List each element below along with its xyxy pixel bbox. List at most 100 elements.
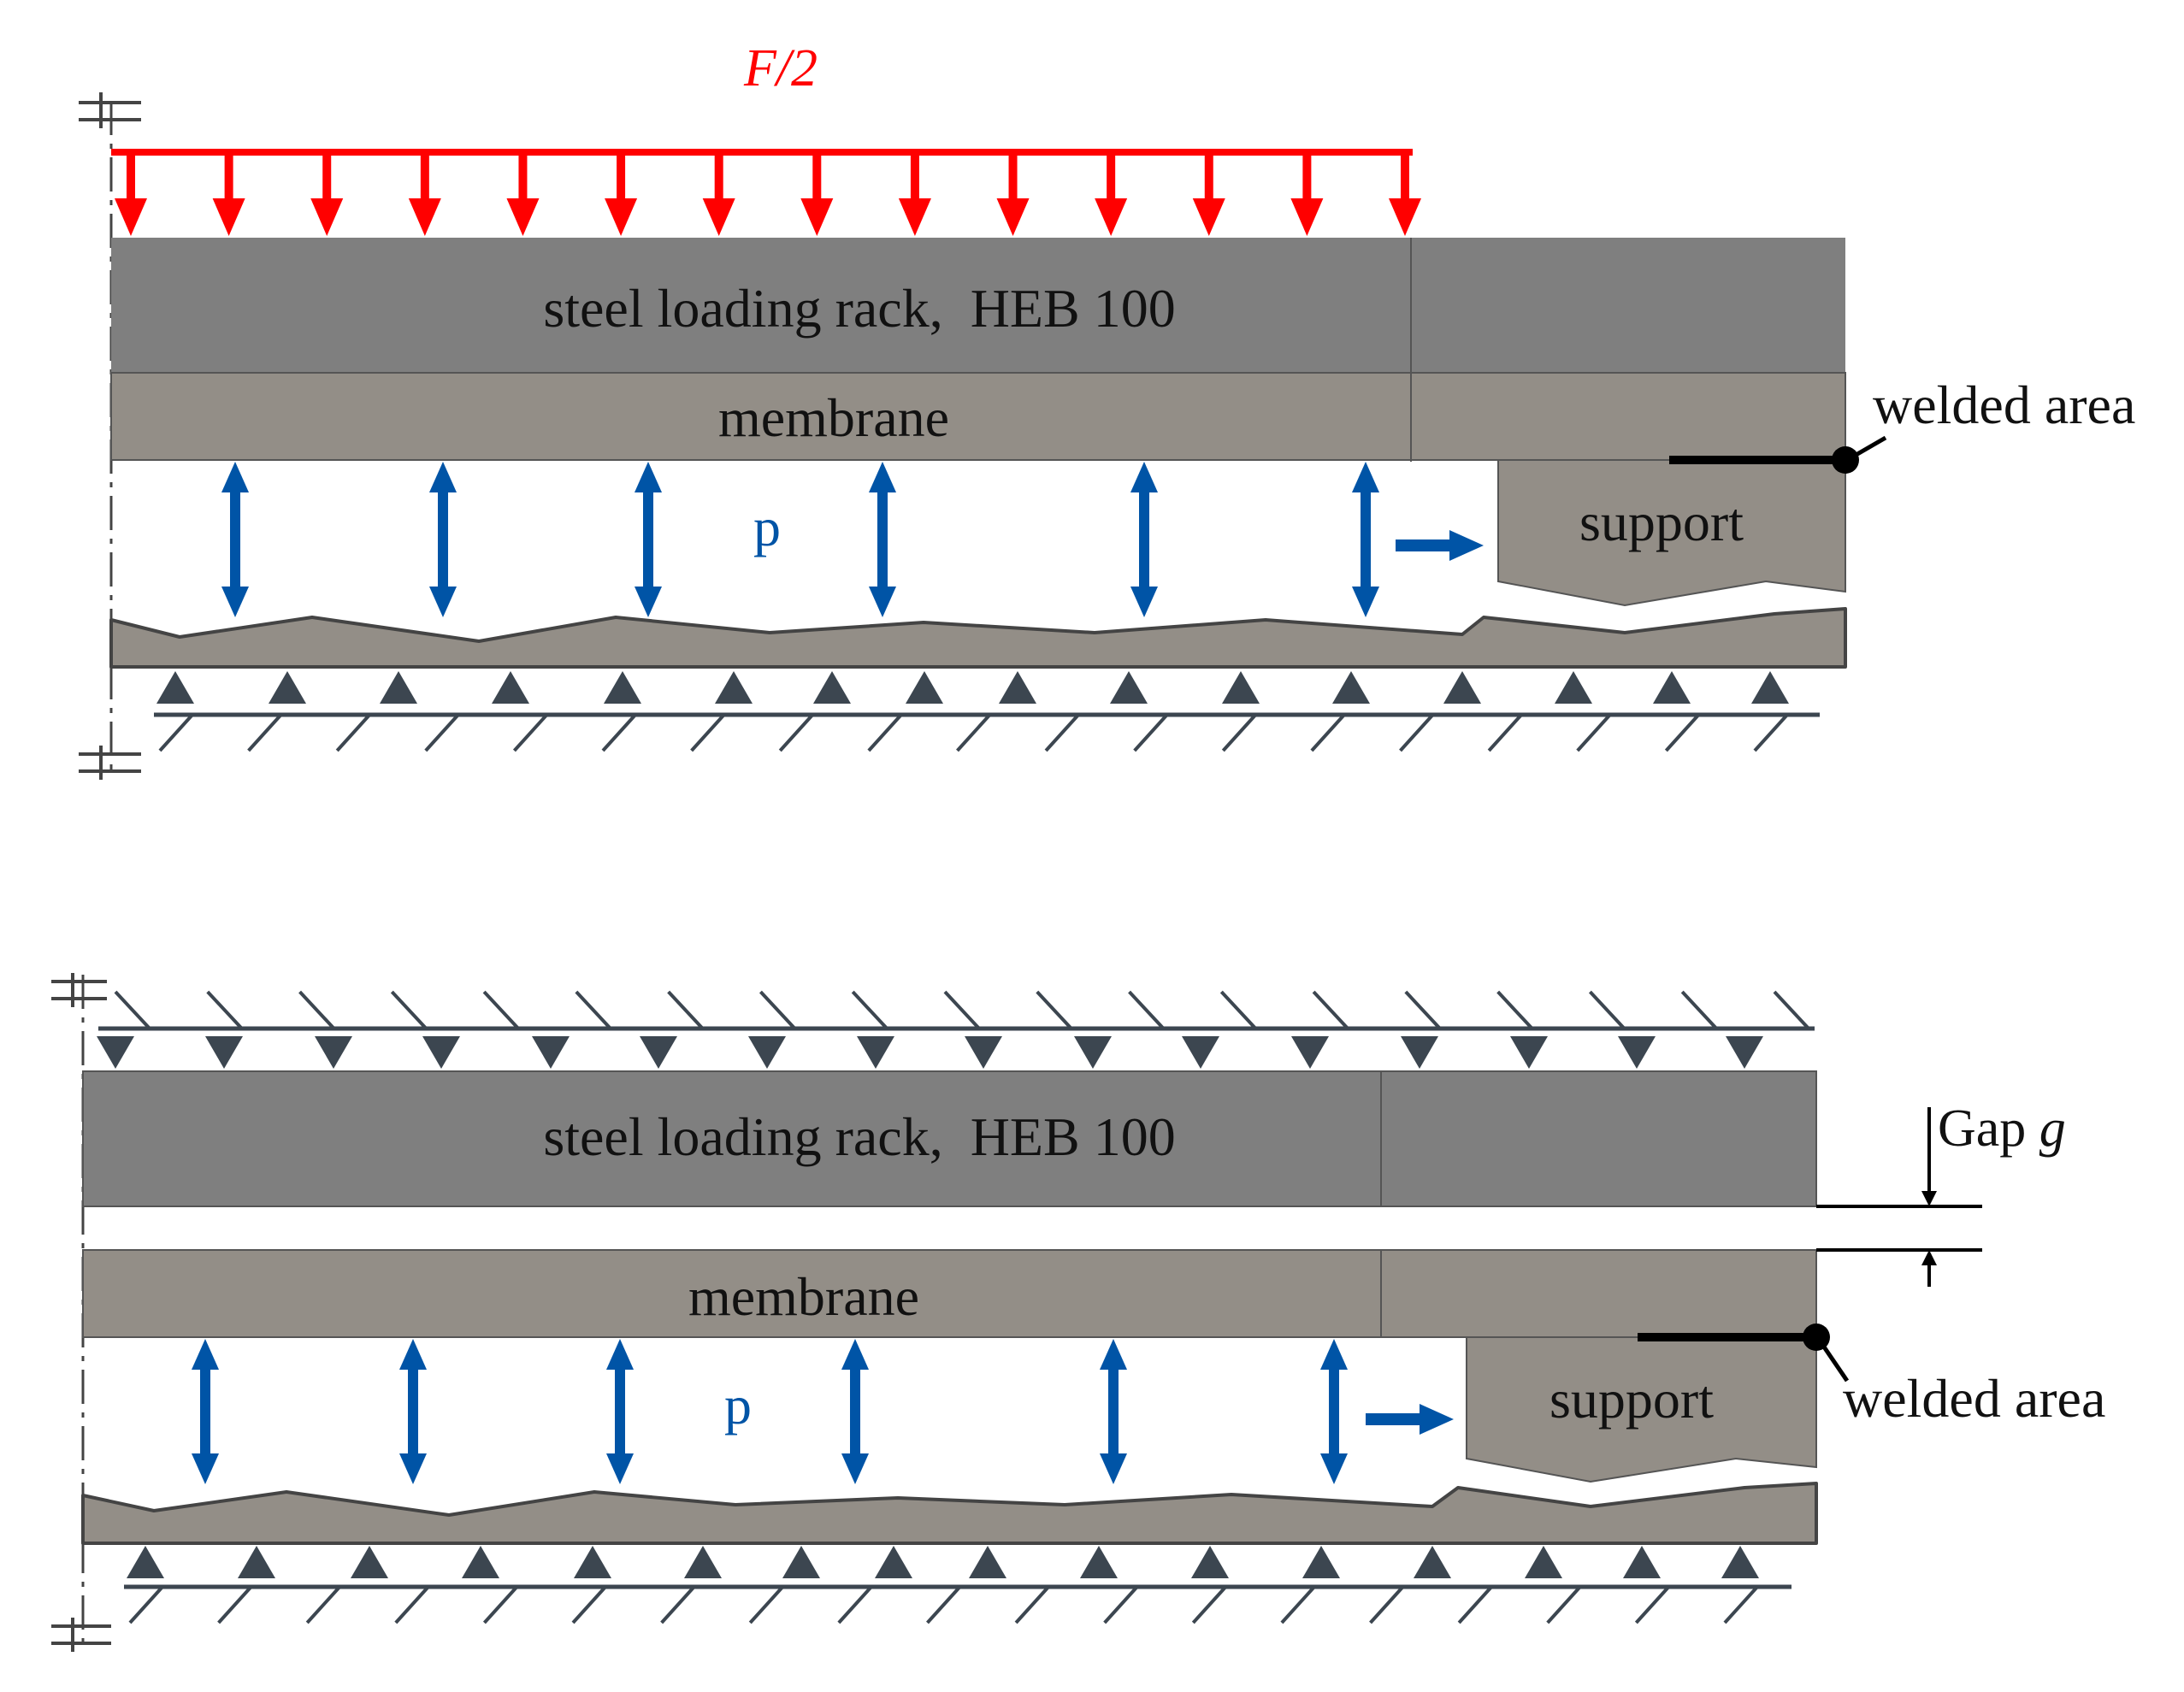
ground-hatch — [1014, 1585, 1050, 1624]
reaction-triangle — [1618, 1036, 1656, 1069]
ground-hatch — [305, 1585, 341, 1624]
load-arrow — [1290, 152, 1324, 236]
support-triangle — [999, 671, 1036, 704]
ground-hatch — [956, 713, 991, 752]
ground-hatch — [690, 713, 726, 752]
load-arrow — [212, 152, 245, 236]
reaction-hatch — [114, 990, 151, 1030]
pressure-arrow — [1320, 1339, 1348, 1484]
support-triangle — [969, 1546, 1006, 1578]
ground-supports — [154, 671, 1820, 752]
reaction-triangle — [748, 1036, 786, 1069]
ground-hatch — [1576, 713, 1612, 752]
reaction-triangle — [1291, 1036, 1329, 1069]
ground-hatch — [1310, 713, 1346, 752]
distributed-load — [111, 149, 1421, 236]
ground-hatch — [1399, 713, 1435, 752]
membrane-label: membrane — [718, 387, 949, 448]
gap-arrow-bottom — [1921, 1250, 1937, 1265]
ground-hatch — [1133, 713, 1169, 752]
reaction-triangle — [422, 1036, 460, 1069]
support-triangle — [1302, 1546, 1340, 1578]
reaction-triangle — [965, 1036, 1002, 1069]
ground-hatch — [217, 1585, 253, 1624]
slide-arrow — [1396, 530, 1484, 561]
ground-hatch — [1044, 713, 1080, 752]
ground-hatch — [128, 1585, 164, 1624]
reaction-hatch — [1312, 990, 1349, 1030]
slide-arrow-bottom — [1366, 1404, 1454, 1435]
pressure-arrow — [1352, 462, 1379, 617]
load-arrow — [1192, 152, 1225, 236]
welded-area-label-bottom: welded area — [1843, 1368, 2105, 1429]
reaction-triangle — [205, 1036, 243, 1069]
reaction-hatch — [1036, 990, 1073, 1030]
support-triangle — [813, 671, 851, 704]
gap-dimension — [1816, 1107, 1982, 1287]
base-layer-bottom — [81, 1482, 1818, 1545]
ground-hatch — [1634, 1585, 1670, 1624]
top-panel: F/2 steel loading rack, HEB 100 membrane… — [79, 39, 2135, 780]
ground-hatch — [1103, 1585, 1139, 1624]
reaction-hatch — [1773, 990, 1810, 1030]
reaction-hatch — [1496, 990, 1534, 1030]
gap-arrow-top — [1921, 1191, 1937, 1206]
reaction-hatch — [667, 990, 705, 1030]
reaction-hatch — [1588, 990, 1626, 1030]
pressure-arrows-bottom — [192, 1339, 1348, 1484]
support-triangle — [1191, 1546, 1229, 1578]
load-label: F/2 — [743, 39, 818, 97]
ground-hatch — [335, 713, 371, 752]
load-arrow — [800, 152, 834, 236]
reaction-hatch — [482, 990, 520, 1030]
support-triangle — [1555, 671, 1592, 704]
rack-label: steel loading rack, HEB 100 — [543, 278, 1175, 339]
reaction-hatch — [1404, 990, 1442, 1030]
support-triangle — [684, 1546, 722, 1578]
reaction-hatch — [1680, 990, 1718, 1030]
reaction-hatch — [943, 990, 981, 1030]
ground-hatch — [1753, 713, 1789, 752]
load-arrow — [310, 152, 344, 236]
reaction-triangle — [857, 1036, 894, 1069]
ground-hatch — [1664, 713, 1700, 752]
support-triangle — [715, 671, 753, 704]
weld-leader — [1845, 435, 1887, 463]
base-layer — [109, 607, 1847, 669]
ground-hatch — [1723, 1585, 1759, 1624]
load-arrow — [1389, 152, 1421, 236]
load-arrow — [702, 152, 735, 236]
reaction-triangle — [1182, 1036, 1219, 1069]
support-triangle — [1443, 671, 1481, 704]
gap-symbol: g — [2039, 1100, 2066, 1158]
support-triangle — [351, 1546, 388, 1578]
reaction-triangle — [315, 1036, 352, 1069]
ground-hatch — [837, 1585, 873, 1624]
load-arrow — [1095, 152, 1128, 236]
weld-dot — [1832, 446, 1859, 474]
pressure-arrow — [635, 462, 662, 617]
load-arrow — [996, 152, 1030, 236]
pressure-arrow — [1100, 1339, 1127, 1484]
support-triangle — [380, 671, 417, 704]
reaction-hatch — [758, 990, 796, 1030]
support-triangle — [156, 671, 194, 704]
ground-hatch — [1487, 713, 1523, 752]
reaction-triangle — [532, 1036, 570, 1069]
ground-hatch — [601, 713, 637, 752]
ground-hatch — [1369, 1585, 1405, 1624]
pressure-label: p — [753, 497, 781, 557]
reaction-hatch — [1219, 990, 1257, 1030]
support-triangle — [1525, 1546, 1562, 1578]
rack-label-bottom: steel loading rack, HEB 100 — [543, 1106, 1175, 1167]
pressure-arrows — [221, 462, 1379, 617]
support-triangle — [1653, 671, 1691, 704]
membrane-label-bottom: membrane — [688, 1266, 919, 1327]
reaction-triangle — [1510, 1036, 1548, 1069]
support-triangle — [1414, 1546, 1451, 1578]
support-triangle — [492, 671, 529, 704]
support-triangle — [127, 1546, 164, 1578]
ground-hatch — [867, 713, 903, 752]
ground-hatch — [1221, 713, 1257, 752]
load-arrow — [408, 152, 441, 236]
